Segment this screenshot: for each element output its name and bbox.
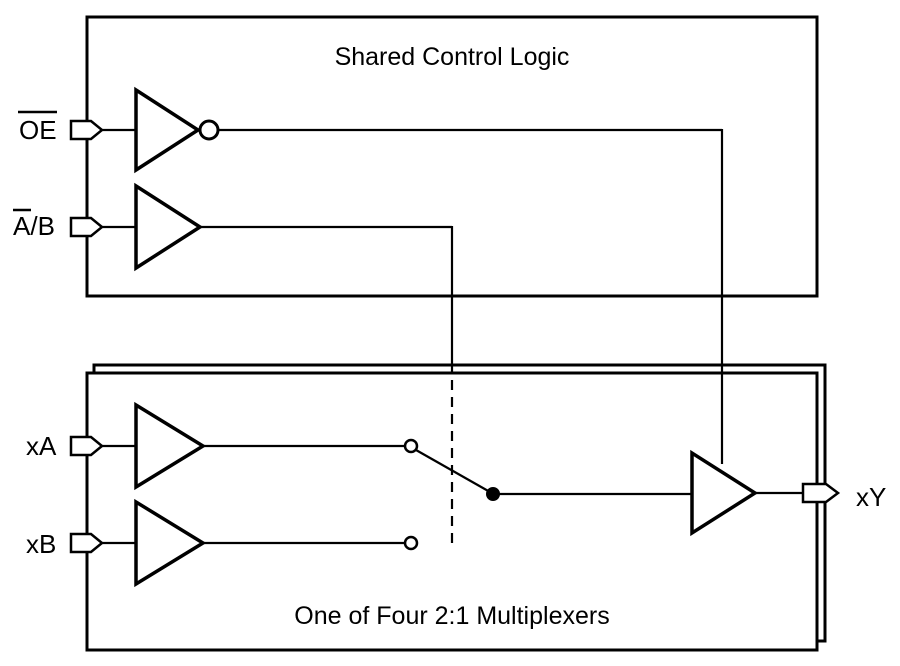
- switch-contact-a: [403, 438, 419, 454]
- output-buffer-triangle: [690, 449, 759, 537]
- xb-buffer-triangle: [134, 498, 207, 588]
- shared-control-logic-title: Shared Control Logic: [335, 43, 570, 71]
- wires: [101, 128, 805, 545]
- ab-label: A/B: [13, 211, 55, 241]
- ab-label-a: A: [13, 211, 31, 241]
- oe-label: OE: [19, 115, 57, 145]
- xb-label: xB: [26, 529, 56, 559]
- gates: [134, 86, 759, 588]
- xa-buffer-triangle: [134, 401, 207, 491]
- oe-inverter-triangle: [134, 86, 202, 174]
- ab-buffer-triangle: [134, 182, 204, 272]
- inverter-bubble-icon: [198, 119, 220, 141]
- switch-common-dot: [486, 487, 500, 501]
- xy-label: xY: [856, 482, 886, 512]
- xa-label: xA: [26, 431, 57, 461]
- xy-pin-icon: [801, 482, 841, 504]
- mux-title: One of Four 2:1 Multiplexers: [294, 602, 609, 630]
- xa-pin-icon: [69, 435, 104, 457]
- xb-pin-icon: [69, 532, 104, 554]
- switch-contact-b: [403, 535, 419, 551]
- pins: [69, 119, 841, 554]
- ab-pin-icon: [69, 216, 104, 238]
- oe-pin-icon: [69, 119, 104, 141]
- ab-label-rest: /B: [30, 211, 55, 241]
